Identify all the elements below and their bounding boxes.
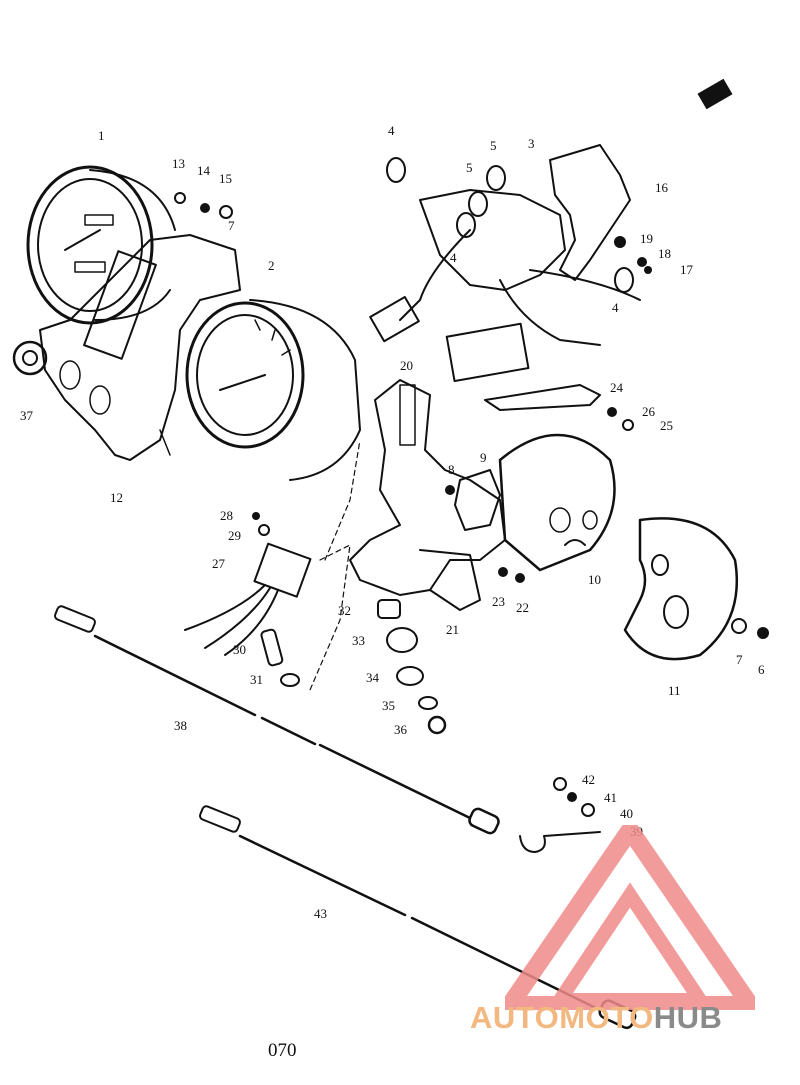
part-label-5: 5: [490, 138, 497, 153]
part-label-12: 12: [110, 490, 123, 505]
watermark-part-a: AUTOMOTO: [470, 1000, 654, 1035]
part-label-1: 1: [98, 128, 105, 143]
part-label-14: 14: [197, 163, 211, 178]
part-label-5: 5: [466, 160, 473, 175]
part-label-41: 41: [604, 790, 617, 805]
watermark-text: AUTOMOTOHUB: [470, 1000, 790, 1040]
bracket-arm: [484, 384, 601, 411]
part-label-2: 2: [268, 258, 275, 273]
part-label-30: 30: [233, 642, 246, 657]
part-label-18: 18: [658, 246, 671, 261]
part-label-36: 36: [394, 722, 408, 737]
part-label-26: 26: [642, 404, 656, 419]
meter-bracket: [39, 234, 241, 461]
part-label-42: 42: [582, 772, 595, 787]
mounting-bracket: [349, 379, 506, 611]
part-label-6: 6: [758, 662, 765, 677]
page-number: 070: [268, 1040, 297, 1061]
part-label-35: 35: [382, 698, 395, 713]
upper-bracket: [549, 144, 631, 281]
part-label-4: 4: [450, 250, 457, 265]
part-label-9: 9: [480, 450, 487, 465]
switch-unit: [454, 469, 501, 531]
speedometer-gauge: [26, 165, 176, 325]
speedometer-cable: [54, 605, 500, 835]
part-label-8: 8: [448, 462, 455, 477]
part-label-24: 24: [610, 380, 624, 395]
part-label-19: 19: [640, 231, 653, 246]
cable-clamp: [519, 777, 601, 853]
part-label-4: 4: [388, 123, 395, 138]
watermark-part-b: HUB: [653, 1000, 723, 1035]
part-label-17: 17: [680, 262, 694, 277]
part-label-21: 21: [446, 622, 459, 637]
part-label-40: 40: [620, 806, 633, 821]
screw-and-washer: [260, 628, 300, 687]
part-label-33: 33: [352, 633, 365, 648]
cushion-stack: [377, 599, 447, 735]
part-label-7: 7: [736, 652, 743, 667]
part-label-38: 38: [174, 718, 187, 733]
part-label-27: 27: [212, 556, 226, 571]
part-label-3: 3: [528, 136, 535, 151]
meter-cover: [623, 517, 739, 661]
part-label-23: 23: [492, 594, 505, 609]
part-label-7: 7: [228, 218, 235, 233]
wire-socket: [184, 542, 312, 656]
part-label-13: 13: [172, 156, 185, 171]
part-label-28: 28: [220, 508, 233, 523]
part-label-43: 43: [314, 906, 327, 921]
part-label-20: 20: [400, 358, 413, 373]
part-label-34: 34: [366, 670, 380, 685]
part-label-10: 10: [588, 572, 601, 587]
fasteners: [174, 192, 769, 639]
part-label-32: 32: [338, 603, 351, 618]
indicator-lamp: [12, 340, 48, 376]
part-label-22: 22: [516, 600, 529, 615]
part-label-11: 11: [668, 683, 681, 698]
part-label-25: 25: [660, 418, 673, 433]
part-label-4: 4: [612, 300, 619, 315]
leader-lines: [309, 439, 361, 691]
tachometer-gauge: [185, 299, 361, 481]
part-label-37: 37: [20, 408, 34, 423]
lower-case: [498, 433, 616, 572]
part-label-31: 31: [250, 672, 263, 687]
socket-assembly: [369, 189, 641, 383]
part-label-15: 15: [219, 171, 232, 186]
triangle-logo-icon: [505, 825, 755, 1010]
part-callouts: 1 2 3 4 4 4 5 5 6 7 7 8 9 10 11 12 13 14…: [20, 123, 765, 921]
bulbs: [386, 157, 634, 293]
corner-mark: [697, 78, 733, 110]
part-label-29: 29: [228, 528, 241, 543]
part-label-16: 16: [655, 180, 669, 195]
